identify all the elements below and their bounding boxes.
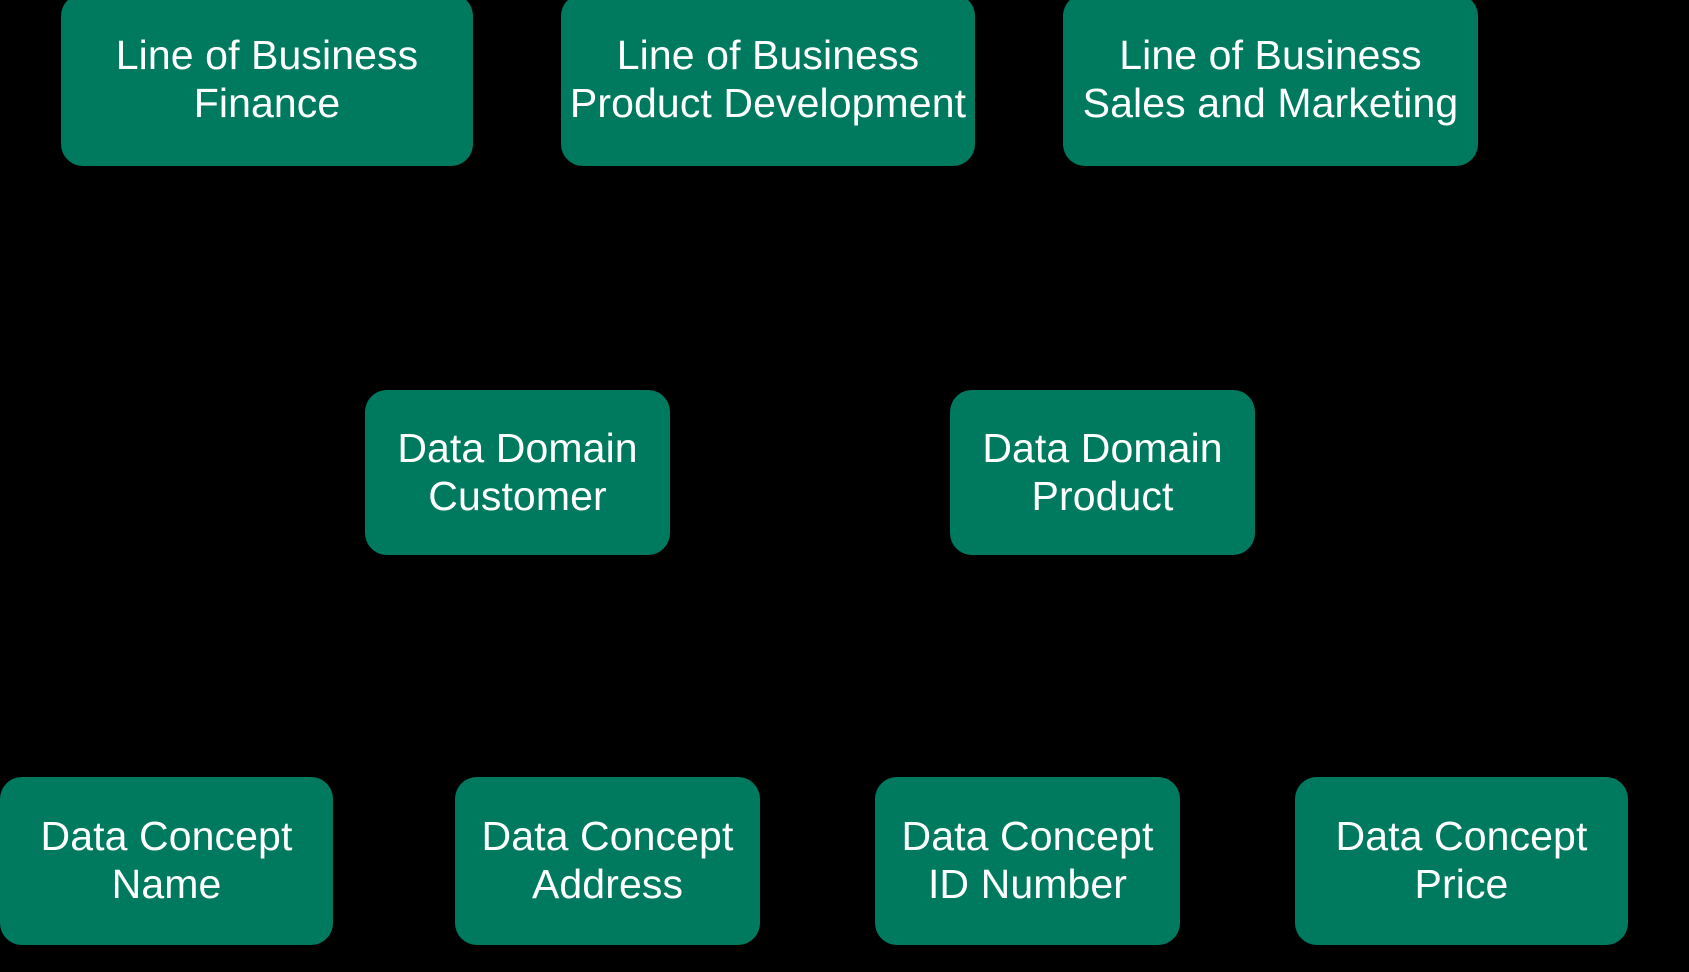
node-type-label: Line of Business: [1119, 32, 1422, 79]
connector-product-development-to-customer: [512, 166, 771, 391]
connector-product-development-to-product: [765, 166, 1108, 391]
node-type-label: Line of Business: [616, 32, 920, 79]
connector-customer-to-name: [161, 555, 520, 778]
node-type-label: Data Concept: [1335, 813, 1588, 860]
node-name-label: Name: [111, 861, 222, 907]
node-type-label: Line of Business: [115, 32, 419, 79]
node-name-label: Address: [531, 861, 684, 907]
node-name-label: Product: [1031, 472, 1174, 519]
node-name-label: Product Development: [569, 80, 967, 126]
node-type-label: Data Domain: [397, 424, 638, 471]
node-name-label: Sales and Marketing: [1082, 80, 1459, 126]
node-name-label: Customer: [428, 472, 607, 519]
connector-product-to-price: [1100, 555, 1467, 778]
connector-customer-to-address: [515, 555, 613, 778]
connector-product-to-id-number: [1022, 555, 1105, 778]
connector-finance-to-customer: [264, 166, 523, 391]
node-type-label: Data Concept: [40, 813, 293, 860]
node-type-label: Data Concept: [901, 813, 1154, 860]
node-name-label: ID Number: [927, 861, 1128, 907]
node-name-label: Price: [1414, 861, 1509, 907]
connector-sales-and-marketing-to-product: [1097, 166, 1273, 391]
node-name-label: Finance: [193, 80, 341, 126]
node-type-label: Data Concept: [481, 813, 734, 860]
node-type-label: Data Domain: [982, 424, 1223, 471]
